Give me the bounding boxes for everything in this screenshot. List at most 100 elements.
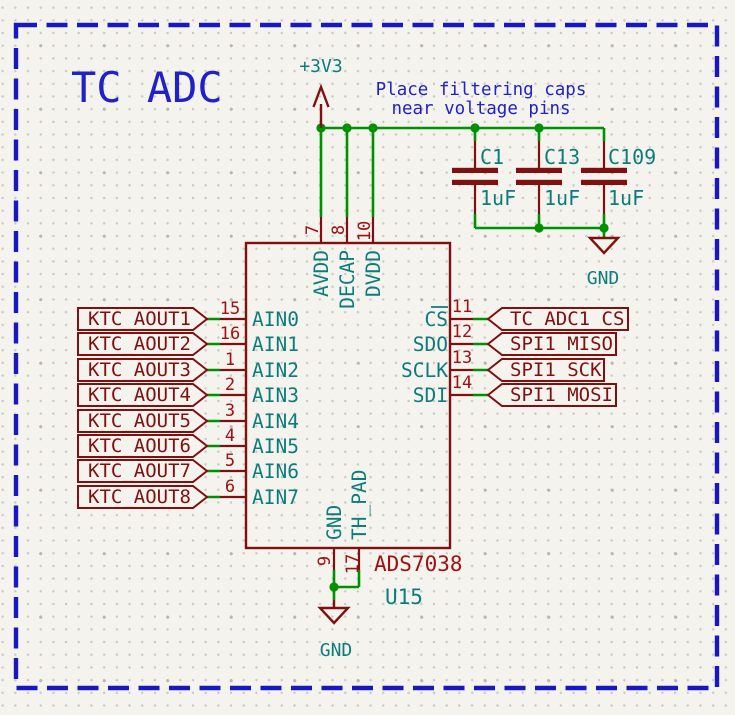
cap-reference: C109 <box>608 145 656 169</box>
ic-ads7038[interactable]: 7 8 10 AVDD DECAP DVDD 15 16 1 2 3 4 5 6… <box>220 217 473 609</box>
hier-label-text: SPI1_SCK <box>510 359 602 381</box>
junction-dot <box>599 223 609 233</box>
hier-label-shape <box>77 485 209 509</box>
hier-label-ktc-aout3[interactable]: KTC_AOUT3 <box>77 358 209 382</box>
pin-name: AIN6 <box>252 460 299 483</box>
capacitor-c1[interactable]: C1 1uF <box>452 141 516 214</box>
hier-label-tc-adc1-cs[interactable]: TC_ADC1_CS <box>486 307 629 331</box>
pin-number: 3 <box>225 401 235 421</box>
pin-name: AIN4 <box>252 410 299 433</box>
capacitor-c109[interactable]: C109 1uF <box>581 141 656 214</box>
sheet-border <box>13 22 720 691</box>
gnd-triangle-icon <box>317 606 351 625</box>
ic-bottom-pin-stubs <box>332 548 361 570</box>
pin-name: DECAP <box>336 250 359 309</box>
cap-value: 1uF <box>608 186 644 210</box>
hier-label-ktc-aout8[interactable]: KTC_AOUT8 <box>77 485 209 509</box>
hier-label-ktc-aout7[interactable]: KTC_AOUT7 <box>77 459 209 483</box>
pin-number: 4 <box>225 426 235 446</box>
cap-value: 1uF <box>544 186 580 210</box>
pin-number: 11 <box>452 297 472 317</box>
pin-name: AIN5 <box>252 435 299 458</box>
ic-left-pin-stubs <box>220 317 246 499</box>
hier-label-ktc-aout4[interactable]: KTC_AOUT4 <box>77 383 209 407</box>
junction-dot <box>368 123 378 133</box>
hier-label-text: SPI1_MOSI <box>510 384 613 406</box>
gnd-symbol-caps[interactable]: GND <box>587 236 621 289</box>
ic-reference: U15 <box>385 585 423 609</box>
hier-label-shape <box>486 332 617 356</box>
pin-name: SCLK <box>401 359 448 382</box>
sheet-title[interactable]: TC ADC <box>71 63 223 112</box>
hier-label-shape <box>77 358 209 382</box>
junction-dot <box>342 123 352 133</box>
wire-segment[interactable] <box>319 128 375 217</box>
pin-name: GND <box>323 505 346 540</box>
hier-label-shape <box>486 358 605 382</box>
wire-segment[interactable] <box>207 317 220 499</box>
pin-name: DVDD <box>362 250 385 297</box>
ic-value: ADS7038 <box>374 552 463 576</box>
gnd-label: GND <box>587 268 620 289</box>
hier-label-ktc-aout6[interactable]: KTC_AOUT6 <box>77 434 209 458</box>
pin-name: SDI <box>413 384 448 407</box>
pin-number: 6 <box>225 477 235 497</box>
hier-label-shape <box>77 383 209 407</box>
pin-number: 8 <box>329 225 349 235</box>
cap-plate <box>581 179 627 185</box>
wire-segment[interactable] <box>473 317 488 397</box>
note-line-1: Place filtering caps <box>376 80 587 100</box>
hier-label-text: KTC_AOUT1 <box>88 308 191 330</box>
pin-number: 2 <box>225 375 235 395</box>
pin-number: 15 <box>220 299 240 319</box>
pin-number: 13 <box>452 348 472 368</box>
hier-label-shape <box>486 383 617 407</box>
pin-name: AIN1 <box>252 333 299 356</box>
hier-label-spi1-miso[interactable]: SPI1_MISO <box>486 332 617 356</box>
pin-name: AVDD <box>310 250 333 297</box>
junction-dot <box>534 223 544 233</box>
pin-name: AIN7 <box>252 486 299 509</box>
pin-number: 16 <box>220 324 240 344</box>
pin-number: 14 <box>452 373 472 393</box>
hier-label-shape <box>77 307 209 331</box>
pin-number: 12 <box>452 322 472 342</box>
hier-label-spi1-sck[interactable]: SPI1_SCK <box>486 358 605 382</box>
hier-label-shape <box>77 434 209 458</box>
power-arrow-icon <box>312 83 330 108</box>
gnd-triangle-icon <box>587 236 621 255</box>
gnd-label: GND <box>320 640 353 661</box>
ic-right-pin-stubs <box>450 317 473 397</box>
hier-label-text: TC_ADC1_CS <box>510 308 624 330</box>
hier-label-shape <box>77 332 209 356</box>
note-text[interactable]: Place filtering caps near voltage pins <box>376 80 587 119</box>
hier-label-shape <box>77 459 209 483</box>
power-symbol-3v3[interactable]: +3V3 <box>299 56 343 128</box>
pin-name: AIN0 <box>252 308 299 331</box>
junction-dot <box>534 123 544 133</box>
cap-reference: C1 <box>480 145 504 169</box>
hier-label-ktc-aout5[interactable]: KTC_AOUT5 <box>77 409 209 433</box>
pin-name: SDO <box>413 333 448 356</box>
hier-label-text: KTC_AOUT2 <box>88 333 191 355</box>
capacitor-c13[interactable]: C13 1uF <box>516 141 580 214</box>
pin-number: 9 <box>315 556 335 566</box>
hier-labels-left: KTC_AOUT1 KTC_AOUT2 KTC_AOUT3 KTC_AOUT4 … <box>77 307 209 509</box>
cap-plate <box>516 167 562 173</box>
hier-label-spi1-mosi[interactable]: SPI1_MOSI <box>486 383 617 407</box>
hier-label-text: KTC_AOUT8 <box>88 486 191 508</box>
pin-number: 7 <box>303 225 323 235</box>
pin-name: TH_PAD <box>348 470 371 540</box>
pin-number: 5 <box>225 451 235 471</box>
pin-name: AIN2 <box>252 359 299 382</box>
pin-number: 17 <box>343 554 363 574</box>
hier-label-ktc-aout1[interactable]: KTC_AOUT1 <box>77 307 209 331</box>
pin-number: 1 <box>225 350 235 370</box>
wire-segment[interactable] <box>332 570 361 600</box>
junction-dot <box>329 582 339 592</box>
gnd-symbol-ic[interactable]: GND <box>317 600 353 661</box>
hier-label-ktc-aout2[interactable]: KTC_AOUT2 <box>77 332 209 356</box>
pin-name: CS <box>425 308 448 331</box>
